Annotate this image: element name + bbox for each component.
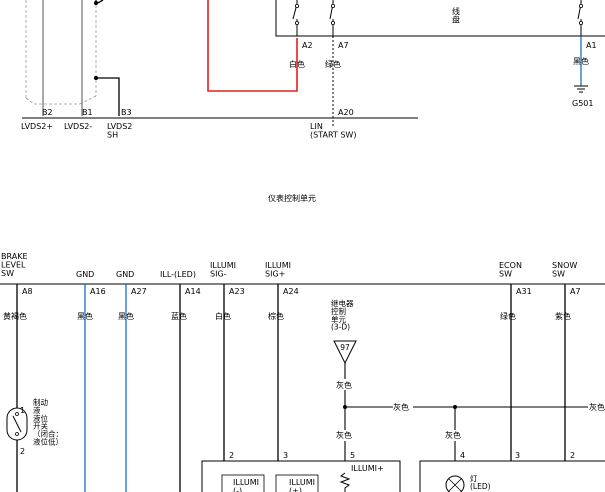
sig-gnd-2: GND [116, 270, 134, 279]
wire-green-label: 绿色 [325, 59, 341, 69]
wire-black-label-2: 黑色 [118, 311, 134, 321]
clock-spring-label: 线盘 [452, 6, 460, 24]
box-switch-contacts [294, 4, 584, 25]
pin-a7-bottom: A7 [570, 287, 581, 296]
lower-pin-3: 3 [283, 451, 288, 460]
relay-number: 97 [340, 343, 350, 352]
illumi-plus-label: ILLUMI+ [351, 464, 384, 473]
gray-label-5: 灰色 [445, 430, 461, 440]
pin-a23: A23 [229, 287, 245, 296]
gray-label-3: 灰色 [589, 402, 605, 412]
ground-label: G501 [572, 99, 593, 108]
pin-a8: A8 [22, 287, 33, 296]
signal-lin: LIN(START SW) [310, 122, 356, 139]
gray-label-bg-2 [393, 402, 413, 413]
lower-pin-2b: 2 [570, 451, 575, 460]
brake-switch-label: 制动液液位开关（闭合：液位低） [33, 397, 63, 447]
lamp-filament [448, 478, 462, 492]
gray-label-bg-3 [588, 402, 605, 413]
pin-a20: A20 [338, 108, 354, 117]
illumi-minus-box [221, 474, 265, 492]
pin-b2: B2 [42, 108, 53, 117]
wire-green-label-b: 绿色 [500, 311, 516, 321]
brake-switch-pin-1: 1 [20, 406, 25, 415]
pin-a16: A16 [90, 287, 106, 296]
wire-tan-label: 黄褐色 [3, 311, 27, 321]
sig-gnd-1: GND [76, 270, 94, 279]
pin-b3: B3 [121, 108, 132, 117]
lower-pin-4: 4 [460, 451, 465, 460]
lvds-shield [25, 0, 97, 105]
wire-black-label-1: 黑色 [77, 311, 93, 321]
brake-switch-pin-2: 2 [20, 447, 25, 456]
pin-a31: A31 [516, 287, 532, 296]
brake-switch-blade [12, 415, 22, 433]
brake-switch-contact-2 [15, 432, 19, 436]
junction-dot-2 [453, 405, 457, 409]
relay-unit-label: 继电器控制单元(3-D) [331, 298, 354, 332]
ground-symbol-g501 [574, 85, 588, 93]
lvds-sh-dot-top [94, 1, 98, 5]
lvds-sh-dot [94, 76, 98, 80]
brake-switch-contact-1 [15, 412, 19, 416]
wire-white-label-b: 白色 [215, 311, 231, 321]
sig-ill-led: ILL-(LED) [160, 270, 196, 279]
relay-triangle [333, 340, 357, 365]
clock-spring-box [275, 0, 605, 37]
wire-white-label: 白色 [289, 59, 305, 69]
gray-label-bg-5 [445, 430, 465, 441]
gray-label-2: 灰色 [393, 402, 409, 412]
gray-label-bg-4 [336, 430, 356, 441]
bottom-wires [16, 284, 566, 492]
pin-b1: B1 [82, 108, 93, 117]
lamp-label: 灯(LED) [470, 473, 491, 491]
illumi-plus-box [275, 474, 319, 492]
lower-pin-2: 2 [229, 451, 234, 460]
gray-label-1: 灰色 [336, 380, 352, 390]
illumi-plus-label-box: ILLUMI(+) [289, 478, 315, 492]
wire-purple-label: 紫色 [555, 311, 571, 321]
junction-dot-1 [343, 405, 347, 409]
illumi-minus-label: ILLUMI(-) [233, 478, 259, 492]
resistor-symbol [339, 472, 351, 492]
signal-lvds2-plus: LVDS2+ [21, 122, 53, 131]
lower-pin-5: 5 [350, 451, 355, 460]
signal-lvds2-minus: LVDS2- [64, 122, 92, 131]
lvds-wires [42, 0, 83, 116]
lower-pin-3b: 3 [515, 451, 520, 460]
pin-a7: A7 [338, 41, 349, 50]
pin-a24: A24 [283, 287, 299, 296]
pin-a2: A2 [302, 41, 313, 50]
unit-title: 仪表控制单元 [268, 193, 316, 203]
pin-a27: A27 [131, 287, 147, 296]
wire-blue-label: 蓝色 [171, 311, 187, 321]
pin-a14: A14 [185, 287, 201, 296]
gray-label-4: 灰色 [336, 430, 352, 440]
wire-brown-label: 棕色 [268, 311, 284, 321]
wire-black-label: 黑色 [573, 56, 589, 66]
lvds-sh-wire-lower [96, 77, 120, 116]
lamp-symbol [445, 475, 465, 492]
red-wire [207, 0, 298, 92]
pin-a1: A1 [586, 41, 597, 50]
gray-label-bg-1 [336, 379, 356, 390]
